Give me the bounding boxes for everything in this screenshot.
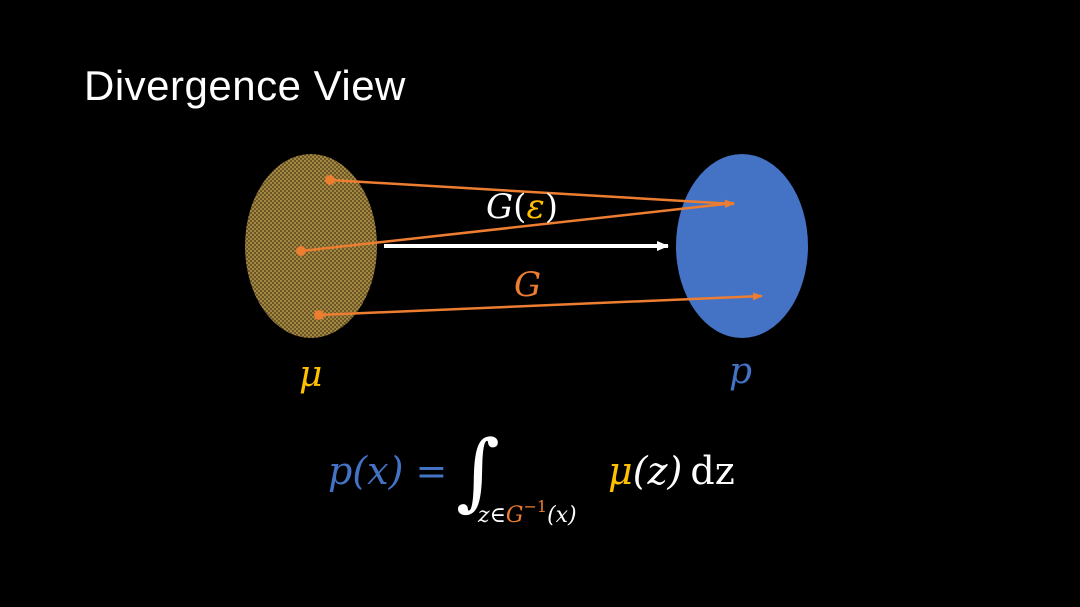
- formula-integrand-mu: μ: [608, 449, 633, 493]
- sample-arrow-middle: [300, 200, 735, 253]
- map-label: G: [514, 265, 541, 305]
- formula-integrand: μ(z)dz: [608, 449, 735, 493]
- formula-sub-G: G: [506, 503, 524, 528]
- sample-point-bottom: [314, 310, 324, 320]
- target-distribution-ellipse: [676, 154, 808, 338]
- formula-sub-arg: (x): [547, 503, 577, 528]
- formula-integrand-arg: (z): [633, 449, 683, 493]
- sample-label: G(ε): [486, 187, 558, 227]
- source-label: μ: [299, 354, 322, 395]
- formula-sub-var: z∈: [477, 503, 506, 528]
- sample-point-top: [325, 175, 335, 185]
- sample-arrow-bottom: [318, 292, 763, 317]
- sample-label-open: (: [513, 187, 526, 227]
- target-label: p: [729, 351, 752, 392]
- formula-sub-exp: −1: [523, 497, 547, 516]
- source-distribution-ellipse: [245, 154, 377, 338]
- formula-differential: dz: [690, 449, 734, 493]
- sample-label-arg: ε: [526, 187, 544, 227]
- density-formula: p(x) = ∫ z∈G−1(x) μ(z)dz: [328, 422, 735, 528]
- slide-title: Divergence View: [84, 62, 406, 109]
- sample-label-close: ): [545, 187, 558, 227]
- formula-integral-sign: ∫: [456, 422, 500, 520]
- formula-lhs: p(x) =: [328, 449, 447, 493]
- sample-label-func: G: [486, 187, 513, 227]
- formula-subscript: z∈G−1(x): [477, 497, 577, 528]
- sample-point-middle: [296, 246, 306, 256]
- sample-arrow-top: [329, 178, 735, 208]
